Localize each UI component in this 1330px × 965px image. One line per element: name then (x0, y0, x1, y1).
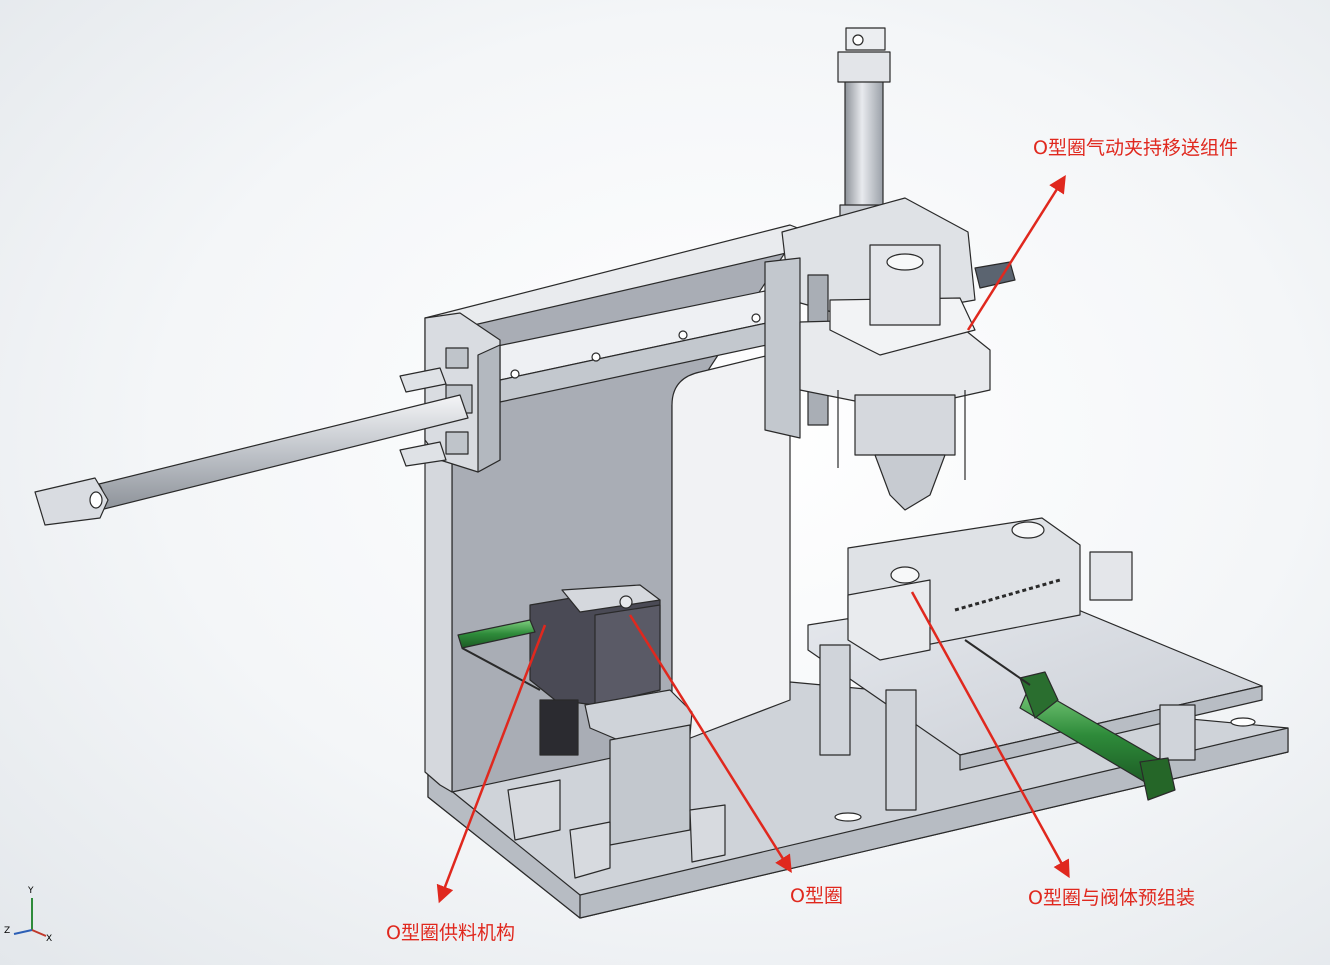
gripper-carriage (764, 197, 1016, 511)
callout-o-ring: O型圈 (790, 885, 843, 907)
arrow-feeding (436, 624, 547, 904)
table-green-cylinder (964, 639, 1176, 801)
feeding-mechanism (507, 584, 726, 879)
end-block (424, 312, 501, 473)
assembly-table (807, 517, 1263, 811)
callout-arrows (436, 175, 1070, 904)
callout-pre-assembly: O型圈与阀体预组装 (1028, 887, 1195, 909)
arrow-gripper (966, 175, 1066, 331)
axis-triad-graphic (13, 898, 47, 937)
axis-label-y: Y (28, 886, 34, 896)
callout-feeding: O型圈供料机构 (386, 922, 515, 944)
arrow-o-ring (628, 614, 792, 873)
callout-gripper-transfer: O型圈气动夹持移送组件 (1033, 137, 1238, 159)
axis-label-x: X (46, 934, 53, 944)
axis-triad: Y X Z (4, 886, 64, 946)
axis-label-z: Z (4, 926, 11, 936)
horizontal-cylinder (34, 367, 469, 526)
feeder-green-cylinder (457, 619, 541, 691)
arrow-pre-assembly (910, 591, 1070, 879)
